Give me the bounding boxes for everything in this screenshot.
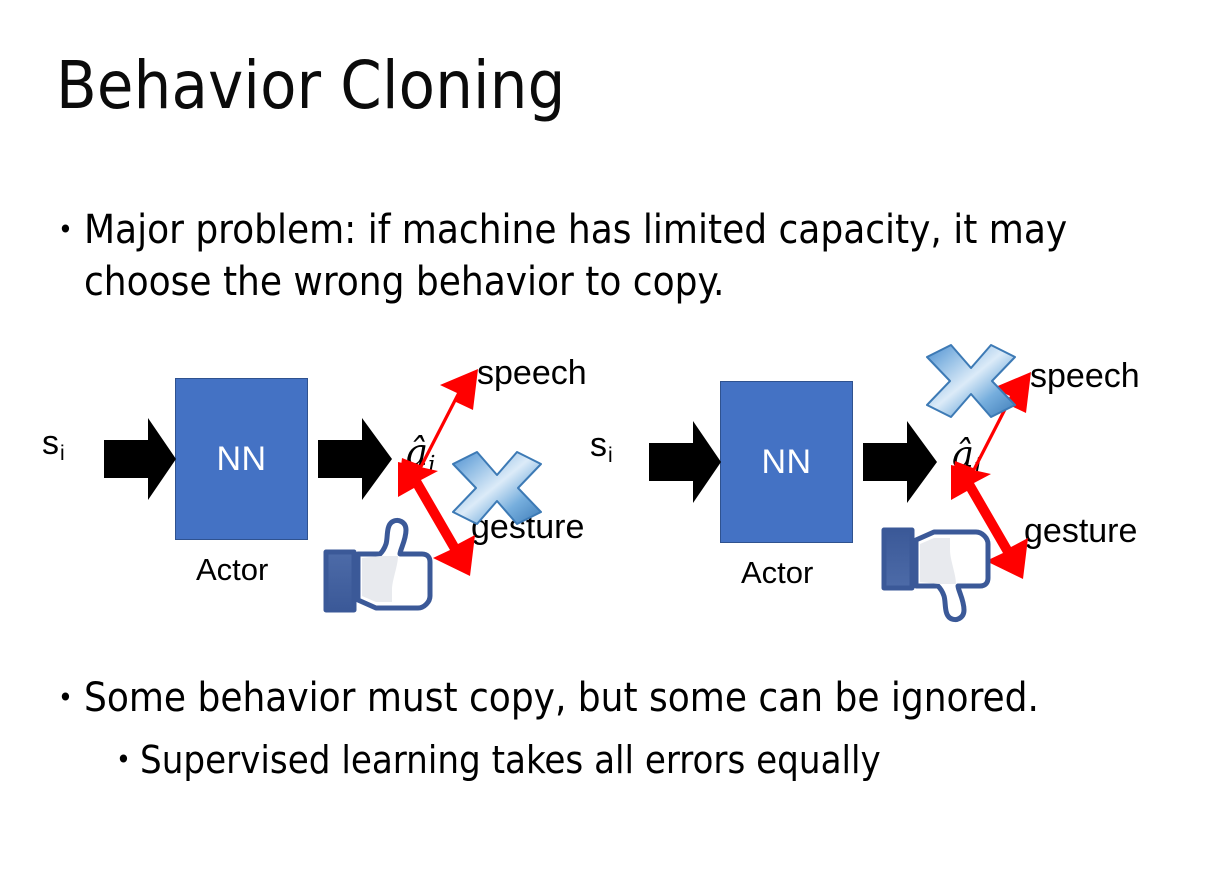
bullet-supervised-learning: • Supervised learning takes all errors e…	[116, 735, 1176, 785]
output-arrow-left	[318, 418, 392, 500]
page-title: Behavior Cloning	[56, 47, 566, 124]
nn-box-label: NN	[216, 439, 267, 478]
bullet-text: Major problem: if machine has limited ca…	[84, 207, 1068, 305]
nn-box-right: NN	[720, 381, 853, 543]
branch-arrow-speech-left	[399, 369, 478, 483]
output-arrow-right	[863, 421, 937, 503]
diagram-left-graphics	[104, 369, 542, 613]
input-arrow-right	[649, 421, 721, 503]
thumbs-up-icon	[323, 517, 433, 613]
cross-out-speech-right	[926, 344, 1016, 418]
bullet-major-problem: • Major problem: if machine has limited …	[58, 204, 1108, 308]
diagram-right: si NN Actor âi speech gesture	[580, 340, 1200, 630]
output-action-subscript: i	[428, 452, 436, 478]
bullet-some-behavior: • Some behavior must copy, but some can …	[58, 672, 1178, 724]
nn-box-left: NN	[175, 378, 308, 540]
branch-label-gesture-right: gesture	[1024, 512, 1138, 550]
output-action-subscript: i	[974, 454, 982, 480]
input-state-subscript: i	[60, 442, 65, 465]
diagram-right-graphics	[649, 344, 1031, 623]
bullet-point-icon: •	[58, 213, 73, 246]
branch-arrow-gesture-right	[951, 465, 1028, 579]
input-state-symbol: s	[42, 424, 59, 462]
cross-out-gesture-left	[452, 451, 542, 525]
branch-arrow-gesture-left	[398, 462, 475, 576]
thumbs-down-icon	[881, 527, 991, 623]
branch-label-speech-left: speech	[477, 354, 587, 392]
input-state-label-right: si	[590, 426, 613, 467]
input-state-symbol: s	[590, 426, 607, 464]
branch-label-speech-right: speech	[1030, 357, 1140, 395]
bullet-point-icon: •	[116, 743, 131, 776]
bullet-text: Some behavior must copy, but some can be…	[84, 675, 1039, 721]
input-arrow-left	[104, 418, 176, 500]
input-state-subscript: i	[608, 444, 613, 467]
actor-caption-right: Actor	[741, 555, 814, 590]
input-state-label-left: si	[42, 424, 65, 465]
bullet-point-icon: •	[58, 681, 73, 714]
diagram-left: si NN Actor âi speech gesture	[0, 340, 620, 630]
actor-caption-left: Actor	[196, 552, 269, 587]
nn-box-label: NN	[761, 442, 812, 481]
bullet-text: Supervised learning takes all errors equ…	[140, 738, 881, 782]
